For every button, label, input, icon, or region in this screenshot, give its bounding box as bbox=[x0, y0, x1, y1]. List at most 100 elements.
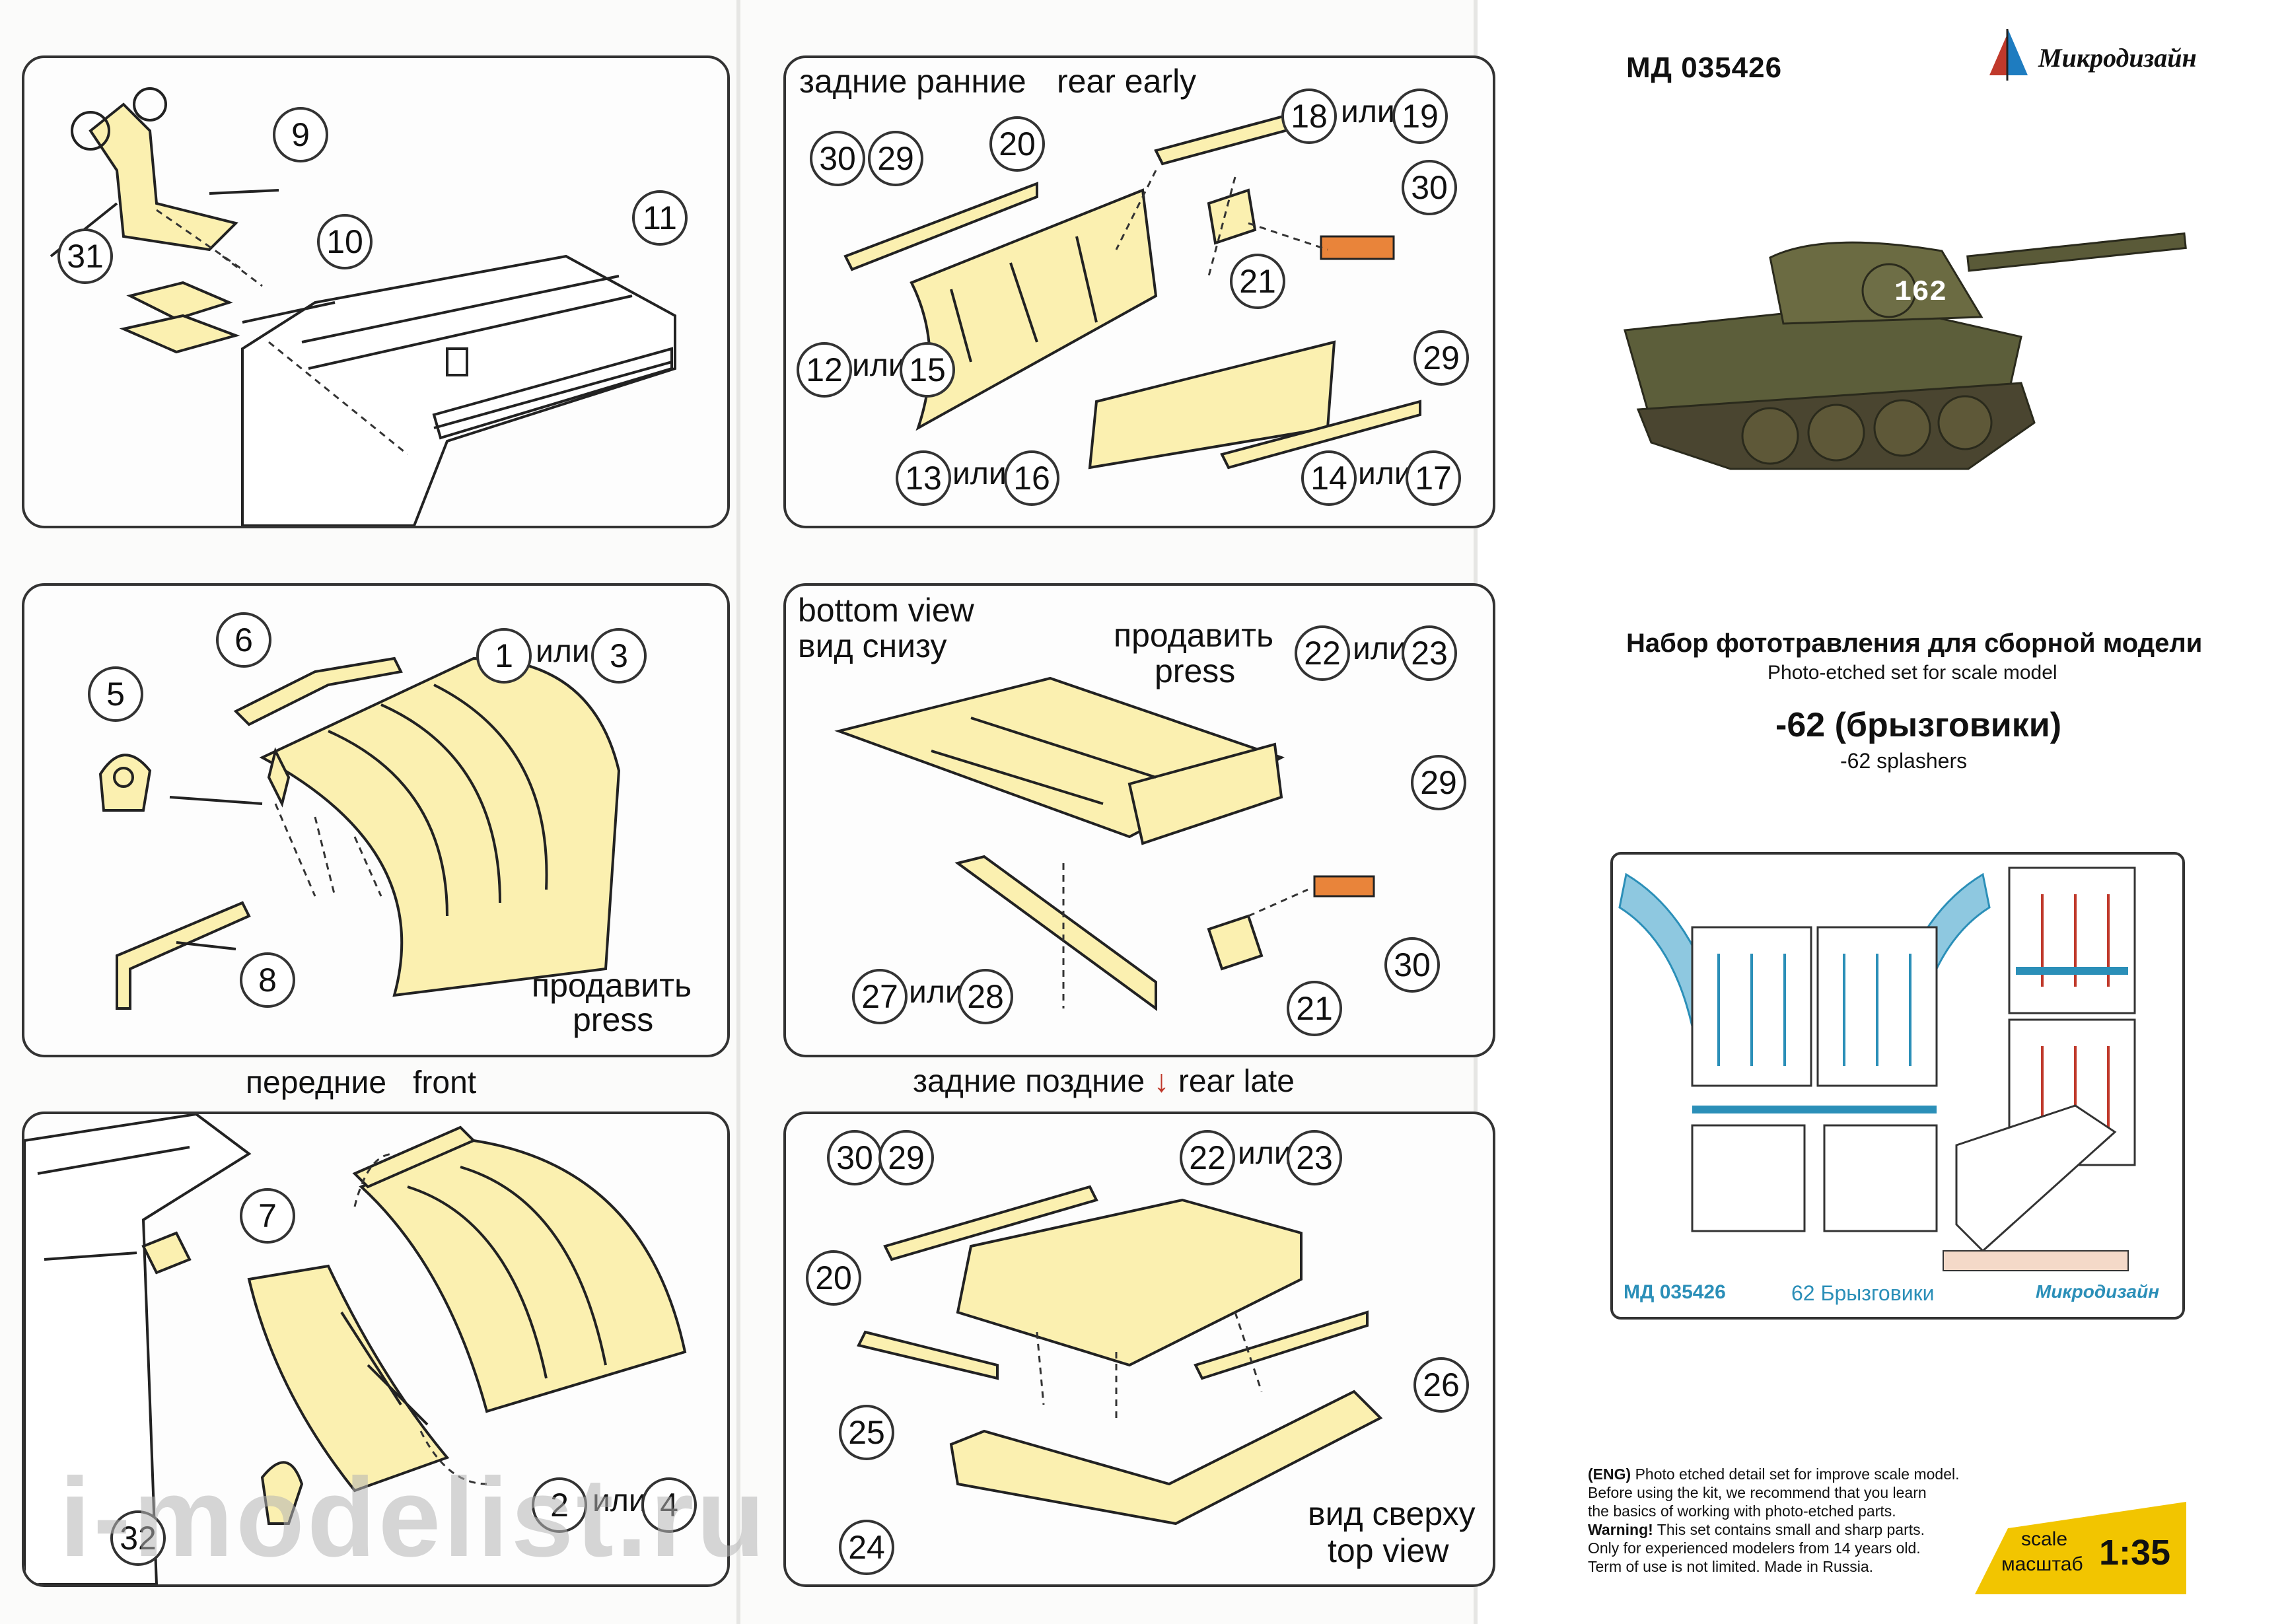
info-line: Warning! This set contains small and sha… bbox=[1588, 1520, 1984, 1539]
press-label-ru: продавить bbox=[1114, 617, 1274, 654]
info-line: (ENG) Photo etched detail set for improv… bbox=[1588, 1465, 1984, 1483]
panel-rear-late-bottom: bottom view вид снизу продавить press 22… bbox=[783, 583, 1495, 1057]
product-title-ru: Набор фототравления для сборной модели bbox=[1626, 629, 2203, 658]
part-number: 22 bbox=[1295, 625, 1350, 681]
part-number: 32 bbox=[110, 1510, 166, 1566]
hull-bracket-drawing bbox=[50, 87, 676, 526]
part-number: 21 bbox=[1230, 254, 1285, 309]
part-number: 16 bbox=[1004, 450, 1059, 506]
or-label: или bbox=[1358, 456, 1412, 491]
part-number: 29 bbox=[878, 1130, 934, 1185]
scale-label-ru: масштаб bbox=[2001, 1553, 2083, 1575]
sail-logo-icon bbox=[1989, 29, 2028, 81]
part-number: 9 bbox=[273, 107, 328, 162]
press-label-ru: продавить bbox=[532, 967, 692, 1004]
fret-name: 62 Брызговики bbox=[1791, 1281, 1935, 1305]
warning-label: Warning! bbox=[1588, 1521, 1653, 1538]
top-view-en: top view bbox=[1328, 1532, 1449, 1569]
part-number: 23 bbox=[1402, 625, 1457, 681]
part-number: 13 bbox=[896, 450, 951, 506]
top-view-ru: вид сверху bbox=[1308, 1495, 1476, 1532]
or-label: или bbox=[1238, 1136, 1292, 1171]
brand-logo: Микродизайн bbox=[1988, 29, 2266, 82]
rear-late-top-drawing bbox=[857, 1185, 1383, 1526]
eng-label: (ENG) bbox=[1588, 1465, 1631, 1483]
scale-value: 1:35 bbox=[2099, 1533, 2171, 1572]
or-label: или bbox=[952, 456, 1007, 491]
part-number: 12 bbox=[797, 342, 852, 398]
part-number: 23 bbox=[1287, 1130, 1342, 1185]
part-number: 27 bbox=[852, 969, 908, 1024]
rear-late-bottom-drawing bbox=[834, 676, 1375, 1011]
part-number: 1 bbox=[476, 628, 532, 684]
info-block: (ENG) Photo etched detail set for improv… bbox=[1588, 1465, 1984, 1576]
scale-label-en: scale bbox=[2021, 1528, 2068, 1550]
part-number: 4 bbox=[641, 1477, 697, 1533]
or-label: или bbox=[852, 348, 906, 383]
part-number: 20 bbox=[989, 116, 1045, 172]
fret-drawing bbox=[1618, 866, 2136, 1271]
front-caption-en: front bbox=[413, 1065, 477, 1100]
rear-late-caption: задние поздние ↓ rear late bbox=[913, 1063, 1295, 1100]
part-number: 20 bbox=[806, 1250, 861, 1306]
front-splasher-drawing bbox=[98, 656, 621, 1010]
part-number: 19 bbox=[1392, 88, 1448, 144]
part-number: 26 bbox=[1413, 1357, 1469, 1413]
product-code: МД 035426 bbox=[1626, 52, 1783, 84]
part-number: 21 bbox=[1287, 981, 1342, 1036]
rear-early-title-en: rear early bbox=[1057, 63, 1197, 100]
rear-late-caption-en: rear late bbox=[1178, 1064, 1295, 1099]
part-number: 30 bbox=[810, 131, 865, 186]
fret-code: МД 035426 bbox=[1624, 1281, 1726, 1303]
info-text: Photo etched detail set for improve scal… bbox=[1635, 1465, 1960, 1483]
panel-hull-brackets: 9 10 11 31 bbox=[22, 55, 730, 528]
down-arrow-icon: ↓ bbox=[1153, 1064, 1170, 1099]
part-number: 14 bbox=[1301, 450, 1357, 506]
part-number: 29 bbox=[1413, 330, 1469, 386]
part-number: 30 bbox=[1402, 160, 1457, 215]
front-caption: передние front bbox=[246, 1065, 476, 1101]
or-label: или bbox=[909, 975, 963, 1010]
fret-sheet: МД 035426 62 Брызговики Микродизайн bbox=[1610, 852, 2185, 1320]
part-number: 10 bbox=[317, 214, 373, 269]
press-label-en: press bbox=[573, 1001, 654, 1038]
part-number: 29 bbox=[1411, 755, 1466, 810]
part-number: 30 bbox=[1384, 937, 1440, 993]
info-line: the basics of working with photo-etched … bbox=[1588, 1502, 1896, 1520]
product-name-en: -62 splashers bbox=[1840, 749, 1968, 773]
product-name-ru: -62 (брызговики) bbox=[1775, 706, 2062, 744]
panel-front-splasher-late: 7 32 2 или 4 bbox=[22, 1112, 730, 1587]
part-number: 22 bbox=[1180, 1130, 1235, 1185]
info-text: This set contains small and sharp parts. bbox=[1657, 1521, 1925, 1538]
fold-line bbox=[736, 0, 740, 1624]
tank-number: 162 bbox=[1894, 276, 1947, 309]
bottom-view-ru: вид снизу bbox=[798, 627, 947, 664]
fret-brand: Микродизайн bbox=[2036, 1281, 2160, 1302]
front-caption-ru: передние bbox=[246, 1065, 387, 1100]
part-number: 7 bbox=[240, 1188, 295, 1244]
part-number: 18 bbox=[1281, 88, 1337, 144]
info-line: Only for experienced modelers from 14 ye… bbox=[1588, 1539, 1921, 1557]
rear-early-title-ru: задние ранние bbox=[799, 63, 1026, 100]
part-number: 11 bbox=[632, 190, 688, 246]
brand-name: Микродизайн bbox=[2038, 43, 2197, 73]
part-number: 25 bbox=[839, 1405, 894, 1460]
product-title-en: Photo-etched set for scale model bbox=[1768, 662, 2057, 684]
part-number: 24 bbox=[839, 1520, 894, 1575]
scale-badge: scale масштаб 1:35 bbox=[1975, 1502, 2186, 1594]
part-number: 29 bbox=[868, 131, 923, 186]
front-splasher-late-drawing bbox=[24, 1114, 687, 1584]
tank-illustration bbox=[1624, 232, 2187, 470]
panel-front-splasher-early: 6 5 8 1 или 3 продавить press bbox=[22, 583, 730, 1057]
or-label: или bbox=[1341, 94, 1395, 129]
rear-late-caption-ru: задние поздние bbox=[913, 1064, 1145, 1099]
part-number: 2 bbox=[532, 1477, 587, 1533]
info-line: Before using the kit, we recommend that … bbox=[1588, 1484, 1927, 1501]
part-number: 30 bbox=[827, 1130, 882, 1185]
press-label-en: press bbox=[1155, 653, 1236, 689]
or-label: или bbox=[592, 1483, 647, 1518]
or-label: или bbox=[536, 634, 590, 669]
panel-rear-late-top: 30 29 22 или 23 20 25 26 24 вид сверху t… bbox=[783, 1112, 1495, 1587]
part-number: 17 bbox=[1406, 450, 1461, 506]
part-number: 8 bbox=[240, 952, 295, 1008]
